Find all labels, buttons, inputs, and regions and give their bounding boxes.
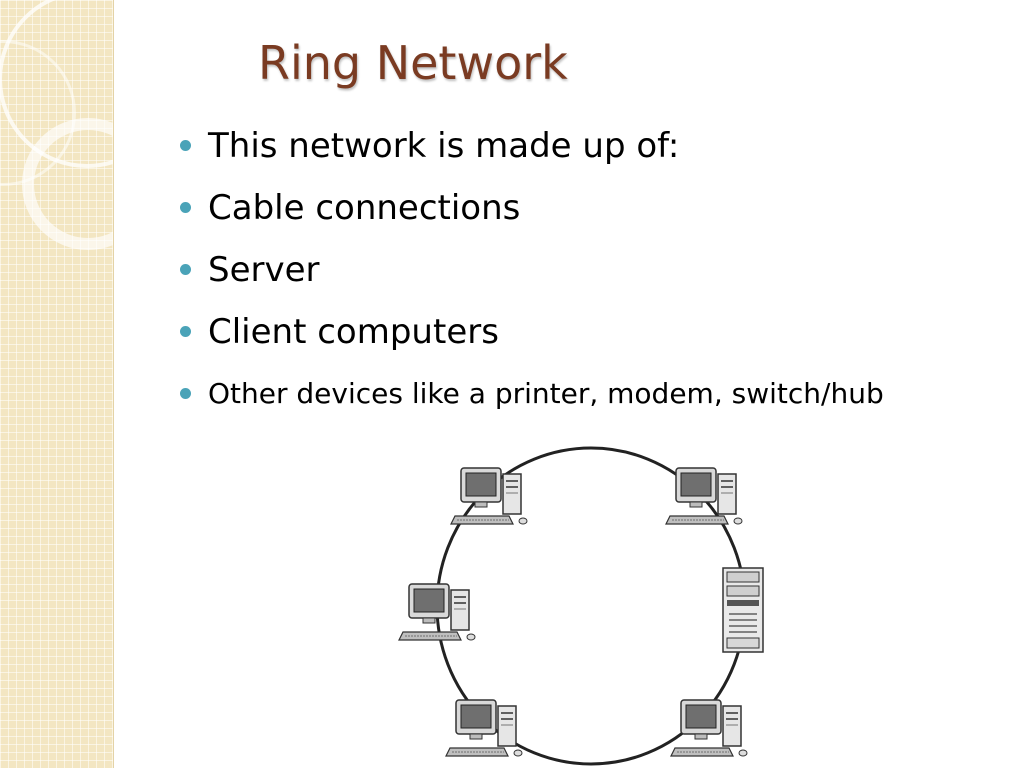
- bullet-item: Other devices like a printer, modem, swi…: [180, 368, 884, 430]
- bullet-icon: [180, 326, 191, 337]
- computer-node-bottom-right: [670, 699, 748, 757]
- bullet-text: Cable connections: [208, 188, 521, 228]
- bullet-icon: [180, 140, 191, 151]
- bullet-item: Cable connections: [180, 182, 884, 244]
- computer-node-top-right: [665, 467, 743, 525]
- bullet-icon: [180, 388, 191, 399]
- slide-title: Ring Network: [258, 36, 568, 90]
- server-node: [722, 567, 764, 653]
- bullet-icon: [180, 202, 191, 213]
- computer-node-top-left: [450, 467, 528, 525]
- computer-node-left: [398, 583, 476, 641]
- bullet-list: This network is made up of: Cable connec…: [180, 120, 884, 430]
- bullet-icon: [180, 264, 191, 275]
- bullet-item: Server: [180, 244, 884, 306]
- bullet-text: Client computers: [208, 312, 499, 352]
- bullet-item: Client computers: [180, 306, 884, 368]
- decorative-sidebar: [0, 0, 114, 768]
- ring-network-diagram: [398, 446, 764, 766]
- bullet-text: This network is made up of:: [208, 126, 680, 166]
- bullet-text: Server: [208, 250, 320, 290]
- bullet-item: This network is made up of:: [180, 120, 884, 182]
- bullet-text: Other devices like a printer, modem, swi…: [208, 377, 884, 410]
- computer-node-bottom-left: [445, 699, 523, 757]
